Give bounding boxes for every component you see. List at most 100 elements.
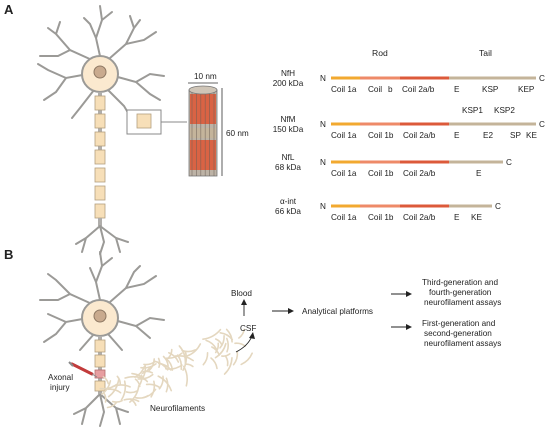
fragment — [140, 363, 157, 369]
protein-mass: 68 kDa — [275, 163, 301, 172]
fragment — [141, 388, 157, 399]
fragment — [138, 374, 143, 387]
fragment — [137, 373, 154, 380]
coil-label: Coil 1a — [331, 169, 357, 178]
fragment — [148, 358, 156, 372]
fragment — [221, 353, 231, 357]
fragment — [165, 357, 174, 371]
tail-segment — [449, 160, 503, 164]
fragment — [102, 375, 110, 385]
coil-label: Coil 1b — [368, 213, 394, 222]
coil-segment — [331, 122, 360, 126]
coil-label: Coil — [368, 85, 382, 94]
neuron-a-soma — [81, 55, 119, 93]
coil-segment — [331, 204, 360, 208]
fragment — [145, 383, 162, 389]
fragment — [210, 357, 218, 370]
fragment — [182, 365, 188, 387]
coil-label: Coil 2a/b — [403, 131, 436, 140]
fragment — [240, 352, 253, 366]
zoom-box — [126, 109, 187, 135]
fragment — [214, 342, 227, 359]
fragment — [214, 342, 220, 354]
filament-top — [188, 85, 218, 95]
fragment — [107, 379, 120, 398]
fragment — [157, 375, 173, 392]
fragment — [129, 385, 140, 403]
tail-segment — [449, 122, 536, 126]
fragment — [106, 402, 117, 409]
fragment — [131, 372, 149, 383]
coil-segment — [331, 160, 360, 164]
axonal-injury-line1: Axonal — [48, 373, 73, 382]
neurofilaments-label: Neurofilaments — [150, 404, 205, 413]
terminal-n: N — [320, 74, 326, 83]
coil-segment — [360, 204, 400, 208]
fragment — [202, 328, 222, 340]
fragment — [178, 345, 187, 364]
protein-mass: 150 kDa — [273, 125, 304, 134]
fragment — [219, 331, 234, 341]
fragment — [99, 383, 118, 390]
fragment — [214, 338, 223, 346]
fragment — [205, 339, 218, 350]
assay-new-line1: Third-generation and — [422, 278, 498, 287]
neuron-b-soma — [81, 299, 119, 337]
coil-segment — [400, 76, 449, 80]
tail-label: E — [476, 169, 482, 178]
tail-label: E — [454, 85, 460, 94]
coil-label: Coil 1b — [368, 169, 394, 178]
coil-label: Coil 1a — [331, 85, 357, 94]
tail-label: KE — [526, 131, 537, 140]
coil-segment — [360, 160, 400, 164]
fragment — [185, 343, 202, 357]
fragment — [125, 389, 139, 394]
flow-arrows — [235, 291, 412, 353]
csf-label: CSF — [240, 324, 256, 333]
tail-label: E — [454, 213, 460, 222]
terminal-c: C — [506, 158, 512, 167]
filament-band — [190, 128, 216, 138]
neuron-b-axon — [94, 336, 106, 394]
coil-segment — [400, 160, 449, 164]
assay-old-line1: First-generation and — [422, 319, 496, 328]
protein-mass: 66 kDa — [275, 207, 301, 216]
coil-segment — [331, 76, 360, 80]
fragment — [141, 366, 151, 375]
fragment — [120, 380, 127, 401]
fragment — [103, 392, 107, 403]
header-rod: Rod — [372, 48, 388, 58]
assay-old-line2: second-generation — [424, 329, 492, 338]
coil-segment — [400, 122, 449, 126]
fragment — [157, 362, 172, 371]
neurofilament-fragments — [99, 328, 253, 409]
coil-label: Coil 2a/b — [403, 169, 436, 178]
header-tail: Tail — [479, 48, 492, 58]
fragment — [165, 377, 169, 393]
coil-segment — [400, 204, 449, 208]
filament-band — [190, 94, 216, 124]
blood-label: Blood — [231, 289, 252, 298]
protein-mass: 200 kDa — [273, 79, 304, 88]
fragment — [232, 350, 239, 366]
panel-a-label: A — [4, 2, 14, 17]
tail-label: SP — [510, 131, 521, 140]
assay-new-line2: fourth-generation — [429, 288, 492, 297]
neuron-a — [37, 5, 165, 427]
tail-segment — [449, 204, 492, 208]
protein-name: NfL — [282, 153, 295, 162]
fragment — [226, 337, 230, 353]
scale-width-label: 10 nm — [194, 72, 217, 81]
fragment — [123, 398, 140, 403]
fragment — [111, 399, 123, 403]
fragment — [238, 328, 245, 339]
assay-old-line3: neurofilament assays — [424, 339, 501, 348]
assay-new-line3: neurofilament assays — [424, 298, 501, 307]
panel-b-label: B — [4, 247, 13, 262]
coil-label: b — [388, 85, 393, 94]
